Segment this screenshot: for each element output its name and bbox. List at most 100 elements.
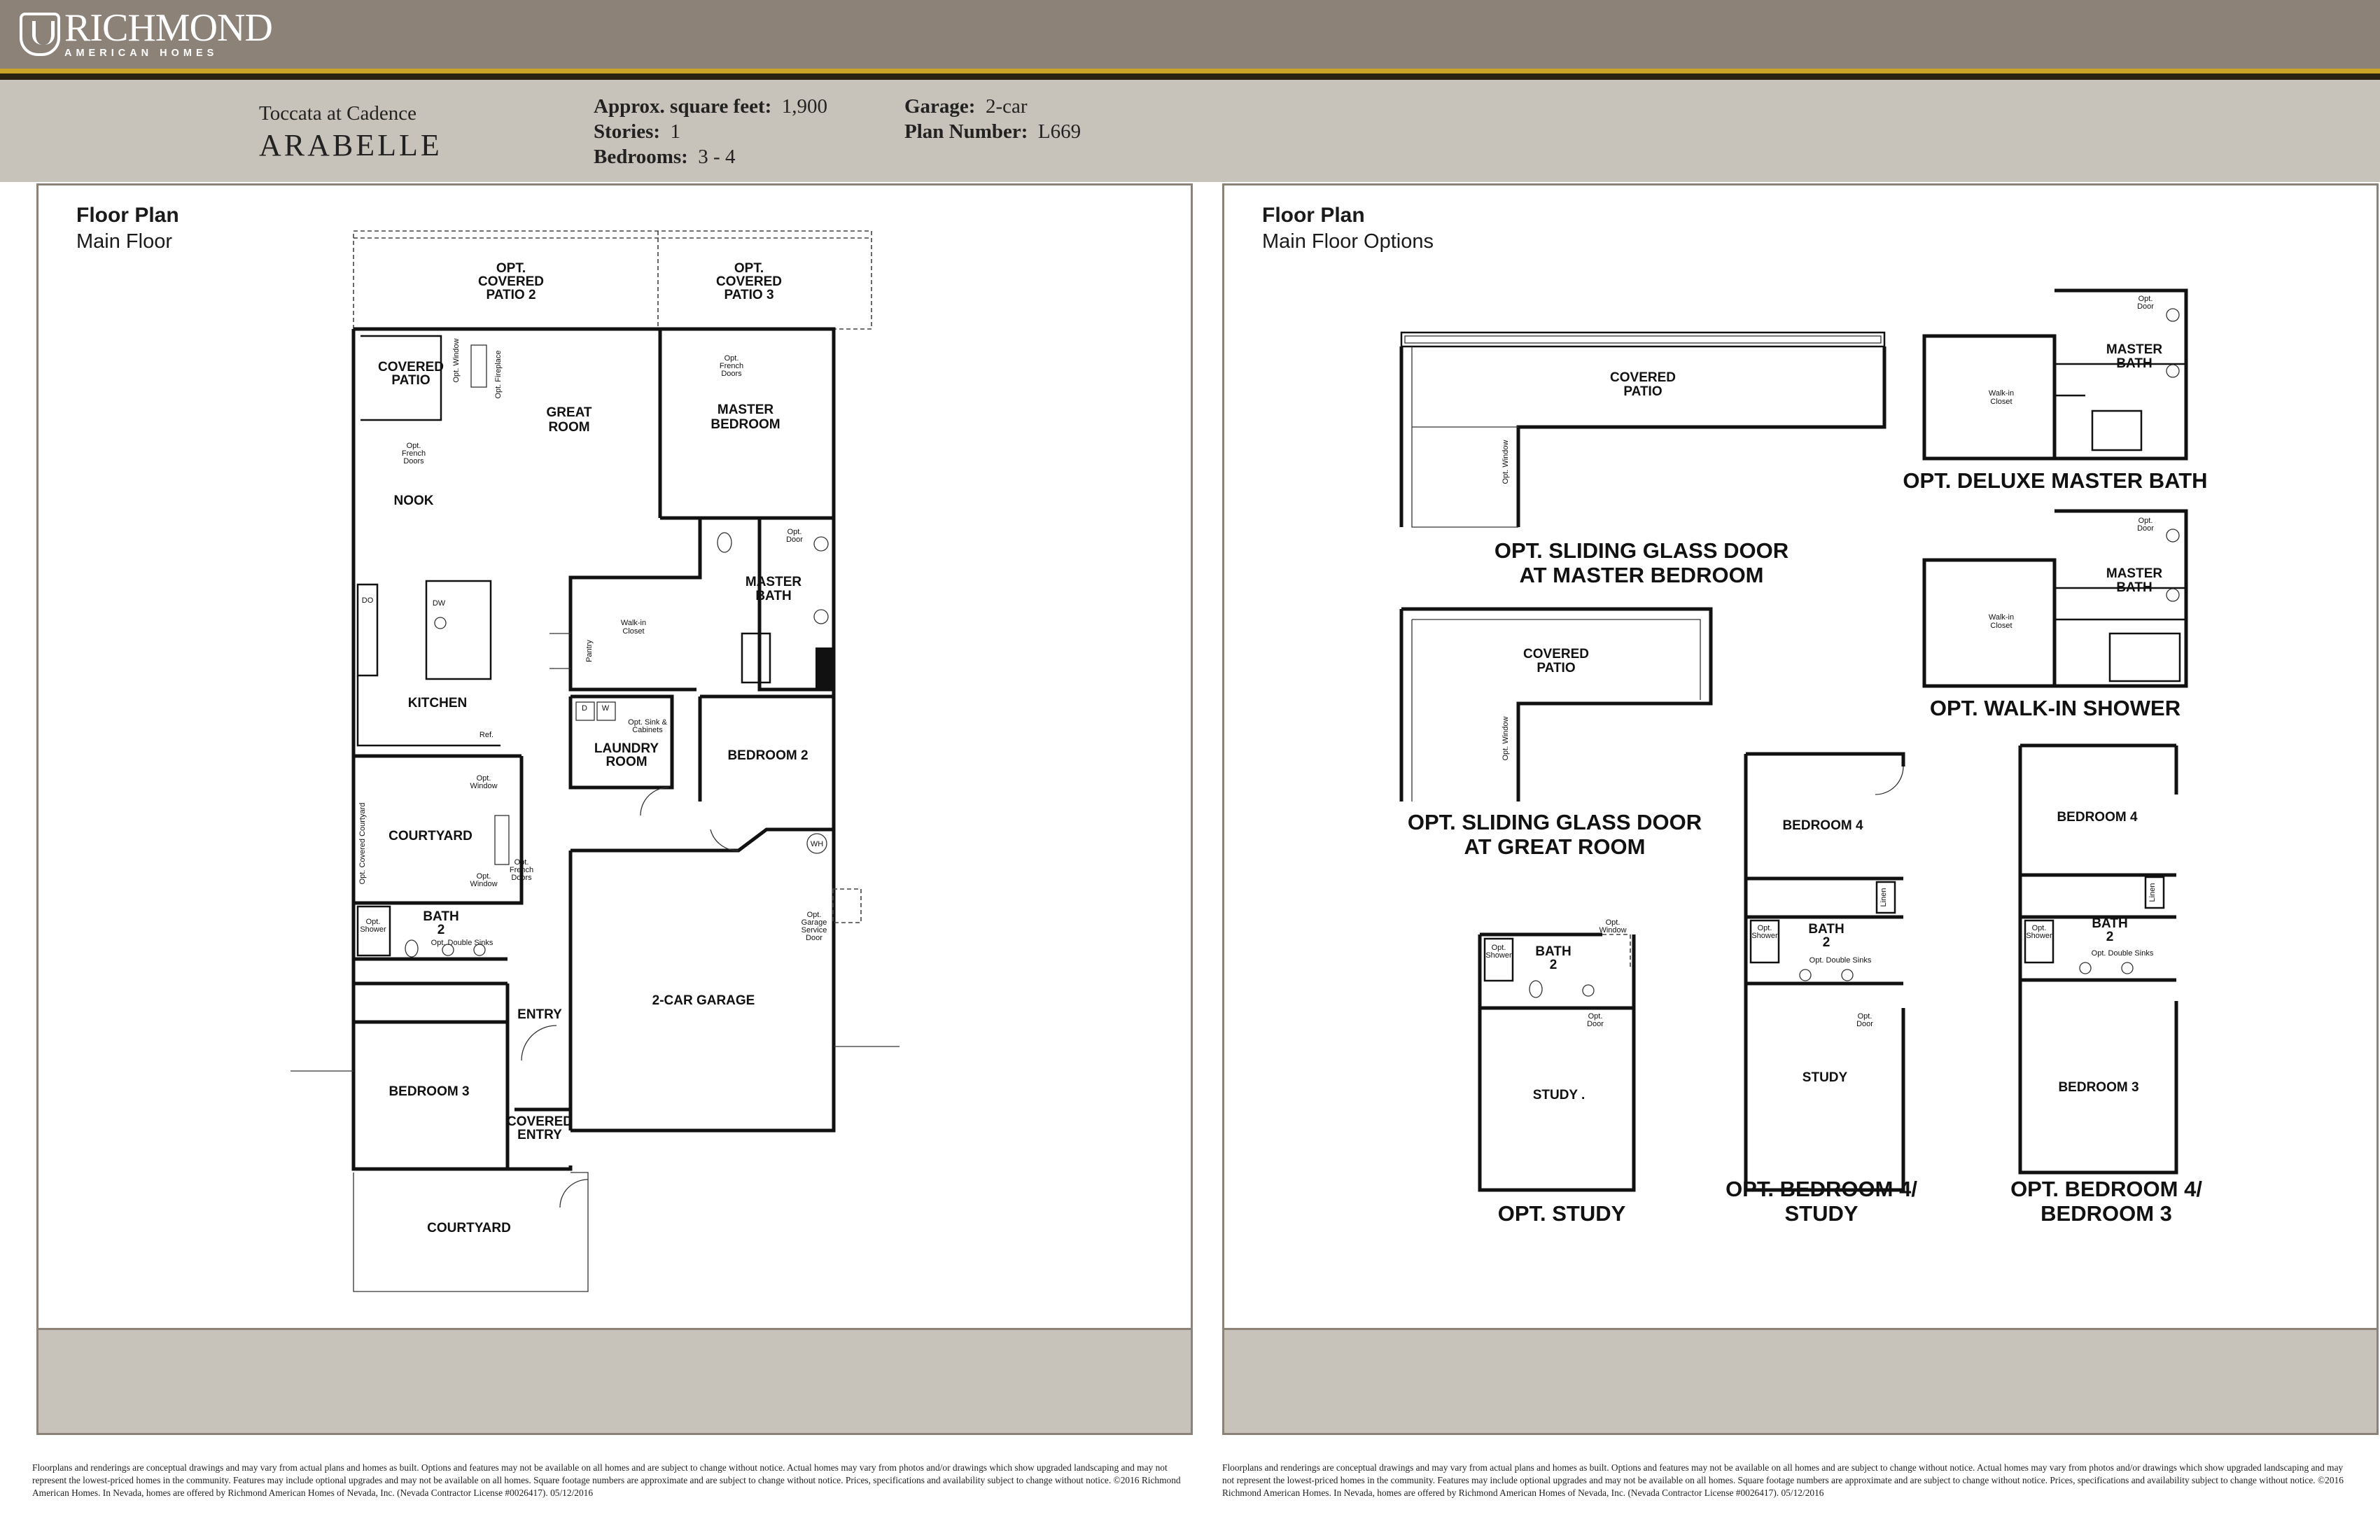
label-entry: ENTRY: [517, 1007, 562, 1022]
svg-text:STUDY: STUDY: [1802, 1070, 1848, 1085]
svg-text:Linen: Linen: [1879, 888, 1888, 907]
disclaimer-left: Floorplans and renderings are conceptual…: [32, 1462, 1181, 1498]
note-opt-window-courtyard-2: Opt.Window: [470, 872, 497, 888]
panel-subtitle: Main Floor Options: [1262, 230, 1434, 253]
svg-text:Opt.Window: Opt.Window: [1599, 918, 1626, 934]
note-wh: WH: [811, 840, 823, 848]
exterior-wall: [354, 327, 836, 518]
note-opt-door-master: Opt.Door: [786, 528, 803, 544]
svg-text:Opt. Window: Opt. Window: [1502, 440, 1510, 484]
caption-walk-in-shower: OPT. WALK-IN SHOWER: [1930, 696, 2180, 720]
note-pantry: Pantry: [585, 640, 594, 662]
caption-bedroom4-study: OPT. BEDROOM 4/STUDY: [1726, 1177, 1917, 1226]
note-opt-fireplace: Opt. Fireplace: [494, 350, 503, 398]
svg-text:BEDROOM 3: BEDROOM 3: [2058, 1080, 2138, 1095]
caption-deluxe-master-bath: OPT. DELUXE MASTER BATH: [1903, 468, 2207, 493]
spec-sqft: Approx. square feet: 1,900: [594, 95, 828, 118]
svg-text:Opt.Door: Opt.Door: [2137, 295, 2154, 311]
spec-bedrooms: Bedrooms: 3 - 4: [594, 146, 736, 168]
note-opt-window: Opt. Window: [452, 338, 461, 382]
caption-opt-study: OPT. STUDY: [1498, 1201, 1626, 1226]
svg-text:BEDROOM 4: BEDROOM 4: [1782, 818, 1863, 833]
kitchen-island: [425, 580, 492, 680]
disclaimer-right: Floorplans and renderings are conceptual…: [1222, 1462, 2344, 1498]
dark-stripe: [0, 74, 2380, 80]
note-opt-double-sinks: Opt. Double Sinks: [431, 939, 493, 947]
label-bedroom-3: BEDROOM 3: [388, 1084, 469, 1099]
spec-stories: Stories: 1: [594, 120, 681, 143]
svg-text:Opt.Door: Opt.Door: [2137, 517, 2154, 533]
label-front-courtyard: COURTYARD: [427, 1221, 511, 1236]
label-2-car-garage: 2-CAR GARAGE: [652, 993, 755, 1008]
note-do: DO: [362, 596, 374, 605]
svg-text:Opt.Shower: Opt.Shower: [1751, 924, 1778, 940]
panel-subtitle: Main Floor: [76, 230, 172, 253]
svg-text:Opt.Shower: Opt.Shower: [1485, 944, 1512, 960]
brand-subtitle: AMERICAN HOMES: [64, 48, 218, 59]
svg-text:Opt.Door: Opt.Door: [1587, 1012, 1604, 1028]
svg-text:Opt.Shower: Opt.Shower: [2026, 924, 2052, 940]
note-opt-sink: Opt. Sink &Cabinets: [628, 718, 667, 734]
label-nook: NOOK: [394, 493, 434, 508]
community-name: Toccata at Cadence: [259, 102, 416, 125]
gold-stripe: [0, 69, 2380, 74]
svg-text:Opt. Double Sinks: Opt. Double Sinks: [1809, 956, 1872, 965]
header-bar: RICHMOND AMERICAN HOMES: [0, 0, 2380, 69]
spec-garage: Garage: 2-car: [904, 95, 1028, 118]
note-w: W: [602, 704, 610, 713]
richmond-logo[interactable]: RICHMOND AMERICAN HOMES: [20, 6, 273, 59]
panel-footer: [1224, 1328, 2376, 1433]
panel-title: Floor Plan: [1262, 204, 1365, 227]
svg-text:Opt.Door: Opt.Door: [1856, 1012, 1873, 1028]
logo-emblem-icon: [20, 13, 60, 56]
svg-text:Linen: Linen: [2148, 883, 2157, 902]
note-dw: DW: [433, 599, 446, 608]
svg-text:Opt. Window: Opt. Window: [1502, 716, 1510, 760]
svg-text:BEDROOM 4: BEDROOM 4: [2057, 810, 2138, 825]
spec-plan-number: Plan Number: L669: [904, 120, 1082, 143]
plan-info-bar: [0, 80, 2380, 182]
label-kitchen: KITCHEN: [408, 696, 467, 710]
label-courtyard: COURTYARD: [388, 829, 472, 844]
plan-name: ARABELLE: [259, 128, 442, 162]
opt-covered-patio-outline: [353, 230, 872, 330]
note-ref: Ref.: [479, 731, 493, 739]
panel-title: Floor Plan: [76, 204, 179, 227]
brand-name: RICHMOND: [64, 6, 273, 50]
caption-bedroom4-bedroom3: OPT. BEDROOM 4/BEDROOM 3: [2010, 1177, 2202, 1226]
